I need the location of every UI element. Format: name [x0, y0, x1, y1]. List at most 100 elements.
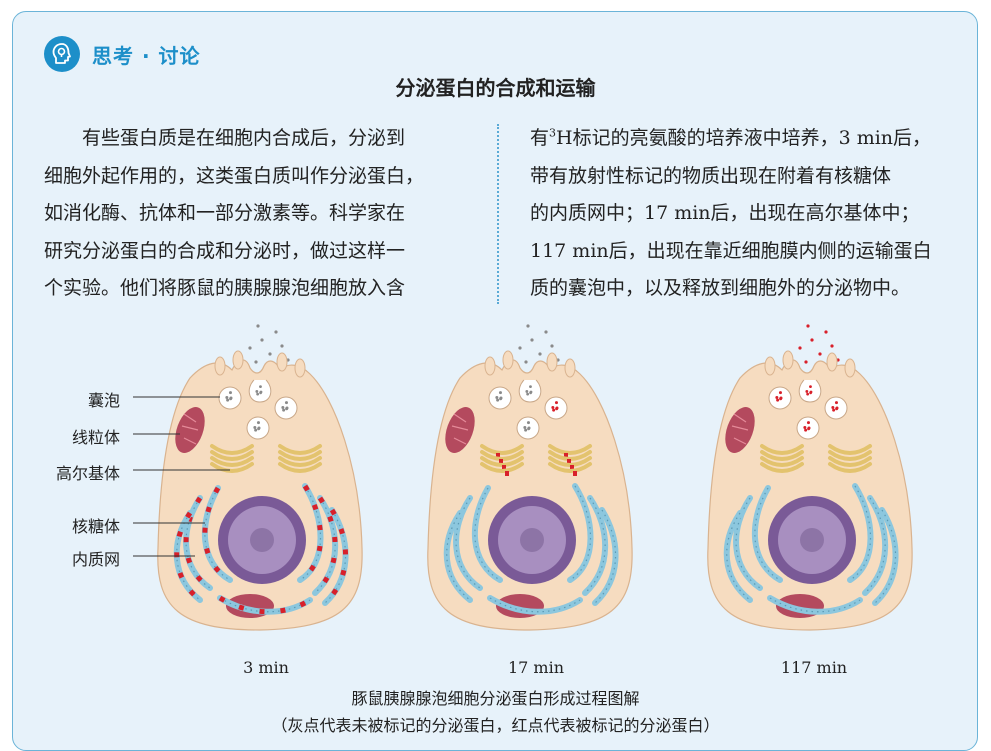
text-line: 个实验。他们将豚鼠的胰腺腺泡细胞放入含 — [44, 277, 406, 299]
secreted-protein-dot — [538, 352, 542, 356]
protein-dot — [284, 401, 288, 405]
text-line: 细胞外起作用的，这类蛋白质叫作分泌蛋白， — [44, 164, 425, 187]
label-vesicle: 囊泡 — [88, 391, 121, 410]
secreted-protein-dot — [810, 338, 814, 342]
isotope-superscript: 3 — [549, 126, 557, 140]
ribosome-dots — [754, 487, 781, 581]
mitochondrion-cristae — [181, 413, 199, 445]
golgi-cisterna — [210, 462, 254, 473]
secreted-protein-dot — [804, 360, 808, 364]
labeled-protein-mark — [567, 459, 571, 464]
labeled-protein-mark — [499, 459, 503, 464]
figure-caption: 豚鼠胰腺腺泡细胞分泌蛋白形成过程图解 — [351, 689, 640, 708]
label-ribosome: 核糖体 — [72, 517, 121, 536]
ribosome-dots — [726, 512, 751, 601]
secreted-protein-dot — [818, 352, 822, 356]
mitochondrion — [725, 407, 755, 453]
protein-dot — [254, 428, 258, 432]
protein-dot — [831, 405, 835, 409]
protein-dot — [809, 391, 813, 395]
mitochondrion — [445, 407, 475, 453]
text-line: 质的囊泡中，以及释放到细胞外的分泌物中。 — [530, 277, 911, 299]
secreted-protein-dot — [830, 344, 834, 348]
microvillus — [502, 350, 514, 370]
protein-dot — [775, 395, 779, 399]
column-divider — [497, 124, 499, 304]
figure-caption-note: （灰点代表未被标记的分泌蛋白，红点代表被标记的分泌蛋白） — [271, 716, 720, 735]
protein-dot — [225, 395, 229, 399]
labeled-protein-mark — [570, 465, 574, 470]
ribosome-dots — [874, 509, 897, 604]
protein-dot — [529, 391, 533, 395]
protein-dot — [779, 397, 783, 401]
secreted-protein-dot — [280, 344, 284, 348]
golgi-cisterna — [278, 462, 322, 473]
text-line: 有3H标记的亮氨酸的培养液中培养，3 min后， — [530, 120, 960, 158]
exocytosis-vesicle — [248, 379, 272, 403]
ribosome-dots — [864, 497, 886, 594]
protein-dot — [285, 407, 289, 411]
ribosome-dots — [584, 497, 606, 594]
protein-dot — [253, 425, 257, 429]
microvillus — [546, 352, 558, 372]
cell-diagram-117min — [707, 324, 913, 631]
golgi-cisterna — [210, 450, 254, 461]
golgi-cisterna — [210, 444, 254, 455]
golgi-cisterna — [760, 450, 804, 461]
ribosome-dots — [569, 485, 592, 581]
protein-dot — [228, 391, 232, 395]
protein-dot — [281, 405, 285, 409]
microvillus — [764, 356, 776, 376]
protein-dot — [496, 398, 500, 402]
er-membrane — [767, 595, 863, 615]
mitochondrion-cristae — [451, 413, 469, 445]
secreted-protein-dot — [260, 338, 264, 342]
text-line: 的内质网中；17 min后，出现在高尔基体中； — [530, 202, 920, 224]
labeled-protein-mark — [505, 471, 509, 476]
golgi-cisterna — [548, 462, 592, 473]
labeled-protein-mark — [573, 471, 577, 476]
er-membrane — [487, 595, 583, 615]
protein-dot — [807, 427, 811, 431]
golgi-cisterna — [828, 456, 872, 467]
golgi-cisterna — [480, 462, 524, 473]
microvillus — [294, 358, 306, 378]
ribosome-dots — [594, 509, 617, 604]
ribosome-dots — [299, 485, 322, 581]
secreted-protein-dot — [518, 346, 522, 350]
protein-dot — [551, 405, 555, 409]
secreted-protein-dot — [544, 330, 548, 334]
microvillus — [782, 350, 794, 370]
labeled-protein-mark — [564, 453, 568, 458]
cell-diagram-3min — [157, 324, 363, 631]
secreted-protein-dot — [254, 360, 258, 364]
labeled-protein-mark — [218, 595, 312, 615]
microvillus — [276, 352, 288, 372]
page-title: 分泌蛋白的合成和运输 — [395, 76, 596, 100]
protein-dot — [832, 408, 836, 412]
ribosome-dots — [204, 487, 231, 581]
secreted-protein-dot — [248, 346, 252, 350]
ribosome-dots — [474, 487, 501, 581]
secreted-protein-dot — [550, 344, 554, 348]
ribosome-dots — [185, 497, 211, 589]
secreted-protein-dot — [256, 324, 260, 328]
time-label-3min: 3 min — [243, 658, 289, 677]
golgi-cisterna — [760, 456, 804, 467]
protein-dot — [499, 397, 503, 401]
protein-dot — [835, 407, 839, 411]
protein-dot — [776, 398, 780, 402]
golgi-cisterna — [210, 456, 254, 467]
section-header-label: 思考 · 讨论 — [92, 43, 201, 68]
protein-dot — [256, 392, 260, 396]
golgi-cisterna — [278, 444, 322, 455]
protein-dot — [778, 391, 782, 395]
golgi-cisterna — [828, 444, 872, 455]
protein-dot — [498, 391, 502, 395]
microvillus — [826, 352, 838, 372]
text-fragment: 有 — [530, 127, 550, 149]
microvillus — [564, 358, 576, 378]
text-line: 研究分泌蛋白的合成和分泌时，做过这样一 — [44, 239, 406, 262]
protein-dot — [806, 392, 810, 396]
labeled-protein-mark — [174, 511, 202, 602]
